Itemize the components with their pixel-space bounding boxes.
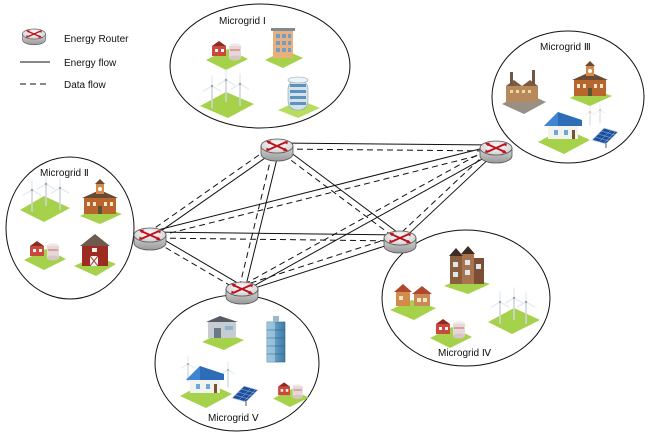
power-plant-icon	[205, 40, 249, 71]
energy-flow-line-III-IV	[401, 149, 499, 241]
data-flow-line-I-III	[276, 148, 496, 152]
factory-icon	[502, 70, 546, 114]
microgrid-1-label: Microgrid Ⅰ	[219, 16, 266, 27]
energy-router-4[interactable]	[383, 230, 417, 254]
solar-panel-icon	[591, 127, 619, 149]
microgrid-4-label: Microgrid Ⅳ	[438, 348, 492, 359]
data-flow-line-IV-V	[240, 234, 400, 287]
energy-router-1[interactable]	[260, 138, 294, 162]
wind-turbines-icon	[584, 103, 606, 126]
microgrid-3: Microgrid Ⅲ	[491, 30, 645, 164]
house-icon	[538, 112, 590, 154]
connections	[147, 142, 499, 293]
energy-flow-line-I-IV	[278, 143, 403, 236]
energy-router-5[interactable]	[225, 281, 259, 305]
data-flow-line-I-V	[238, 145, 275, 289]
wind-turbines-icon	[20, 173, 70, 222]
school-building-icon	[80, 179, 122, 224]
microgrid-3-label: Microgrid Ⅲ	[540, 42, 591, 53]
energy-flow-line-I-V	[244, 146, 281, 290]
data-flow-line-II-V	[148, 237, 241, 293]
data-flow-line-I-II	[147, 143, 276, 233]
energy-flow-line-I-II	[151, 148, 280, 238]
energy-flow-line-II-V	[151, 231, 244, 287]
energy-router-3[interactable]	[479, 140, 513, 164]
office-building-icon	[265, 28, 303, 68]
wind-turbines-icon	[200, 69, 254, 118]
data-flow-line-III-V	[240, 144, 495, 287]
energy-flow-line-IV-V	[242, 240, 402, 293]
microgrid-5-label: Microgrid Ⅴ	[208, 413, 259, 424]
energy-flow-line-III-V	[243, 150, 498, 293]
microgrid-2: Microgrid Ⅱ	[5, 156, 135, 300]
microgrid-5: Microgrid Ⅴ	[154, 294, 320, 432]
residential-houses-icon	[390, 284, 436, 320]
skyscraper-icon	[266, 315, 286, 363]
energy-flow-line-II-IV	[150, 231, 401, 236]
legend-router-icon	[21, 28, 47, 46]
microgrid-2-label: Microgrid Ⅱ	[40, 168, 89, 179]
school-building-icon	[570, 61, 612, 106]
microgrid-4: Microgrid Ⅳ	[381, 229, 551, 367]
data-flow-line-I-IV	[274, 148, 399, 241]
wind-turbines-icon	[488, 287, 540, 334]
legend-router-label: Energy Router	[64, 34, 129, 45]
townhouses-icon	[444, 246, 490, 294]
warehouse-icon	[202, 316, 244, 350]
skyscraper-icon	[277, 76, 321, 119]
power-plant-icon	[429, 318, 473, 349]
data-flow-line-II-III	[150, 150, 497, 239]
legend-data-label: Data flow	[64, 80, 106, 91]
solar-panel-icon	[231, 385, 259, 407]
data-flow-line-III-IV	[397, 145, 495, 237]
data-flow-line-II-IV	[149, 237, 400, 242]
legend: Energy Router Energy flow Data flow	[20, 28, 129, 91]
farm-barn-icon	[73, 233, 117, 277]
microgrid-1: Microgrid Ⅰ	[169, 3, 351, 129]
legend-energy-label: Energy flow	[64, 58, 117, 69]
energy-flow-line-II-III	[149, 144, 496, 233]
power-plant-icon	[23, 240, 67, 271]
energy-flow-line-I-III	[277, 142, 497, 146]
energy-router-2[interactable]	[133, 227, 167, 251]
